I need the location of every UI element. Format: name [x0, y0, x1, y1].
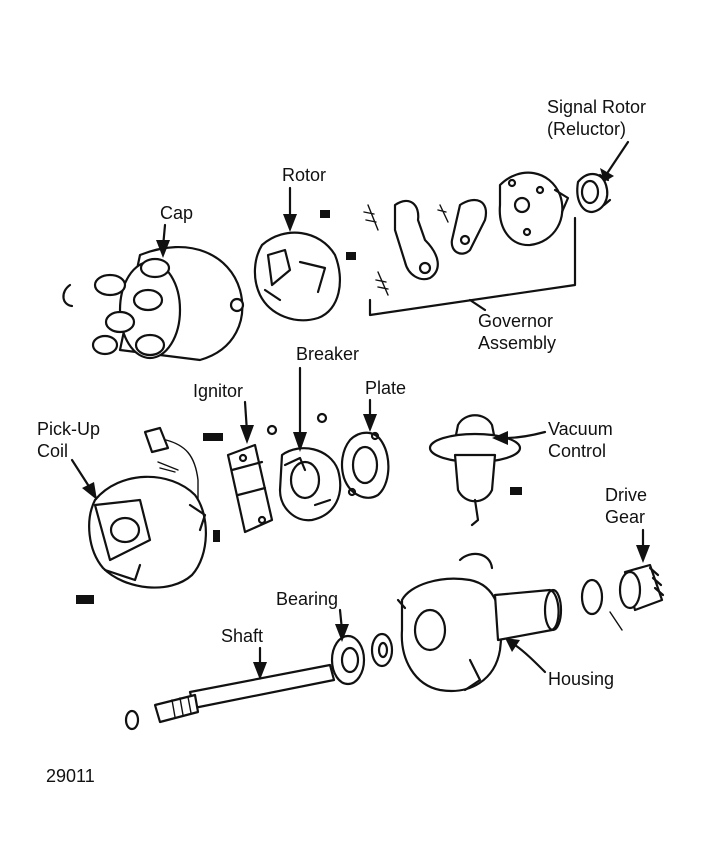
leader-lines — [70, 140, 650, 680]
label-pickup-line1: Pick-Up — [37, 419, 101, 439]
label-drive-line2: Gear — [605, 507, 646, 527]
coil-screw — [76, 595, 94, 604]
label-drive-line1: Drive — [605, 485, 648, 505]
label-cap: Cap — [160, 203, 194, 223]
ignitor-part — [203, 424, 278, 534]
label-signal-rotor-line2: (Reluctor) — [547, 119, 627, 139]
label-breaker: Breaker — [296, 344, 360, 364]
label-pickup-line2: Coil — [37, 441, 69, 461]
rotor-part — [253, 231, 342, 322]
label-rotor: Rotor — [282, 165, 327, 185]
label-governor-line1: Governor — [478, 311, 554, 331]
coil-screw-small — [213, 530, 220, 542]
breaker-part — [278, 412, 342, 522]
label-vacuum-line1: Vacuum — [548, 419, 613, 439]
label-pick-up-coil: Pick-Up Coil — [37, 418, 100, 462]
plate-part — [340, 431, 390, 499]
label-vacuum-line2: Control — [548, 441, 607, 461]
label-bearing: Bearing — [276, 589, 339, 609]
label-vacuum-control: Vacuum Control — [548, 418, 613, 462]
shaft-part — [124, 663, 336, 731]
label-signal-rotor: Signal Rotor (Reluctor) — [547, 96, 646, 140]
vacuum-control-part — [428, 414, 522, 527]
figure-number: 29011 — [46, 766, 95, 786]
pick-up-coil-part — [88, 426, 207, 589]
label-plate: Plate — [365, 378, 407, 398]
bearing-part — [330, 632, 394, 686]
governor-assembly — [368, 171, 577, 317]
label-ignitor: Ignitor — [193, 381, 244, 401]
label-housing: Housing — [548, 669, 615, 689]
label-governor-assembly: Governor Assembly — [478, 310, 556, 354]
distributor-cap — [62, 246, 245, 362]
housing-part — [396, 552, 563, 693]
rotor-screws — [320, 204, 389, 296]
label-governor-line2: Assembly — [478, 333, 557, 353]
label-drive-gear: Drive Gear — [605, 484, 647, 528]
label-shaft: Shaft — [221, 626, 264, 646]
label-signal-rotor-line1: Signal Rotor — [547, 97, 647, 117]
drive-gear-part — [580, 563, 665, 631]
